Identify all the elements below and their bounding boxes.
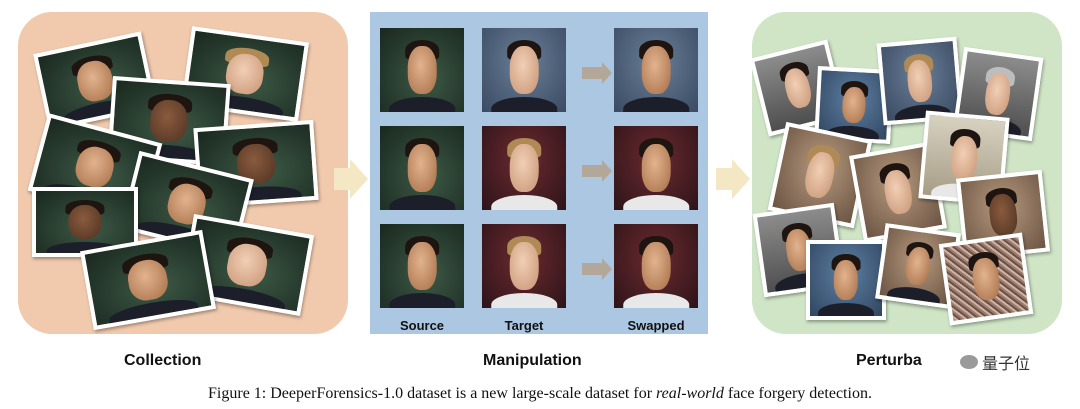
swap-arrow — [582, 258, 612, 280]
caption-emphasis: real-world — [656, 385, 724, 402]
swap-arrow — [582, 62, 612, 84]
swapped-column-label: Swapped — [627, 318, 685, 333]
flow-arrow — [334, 159, 368, 199]
perturbation-title: Perturba — [856, 352, 922, 369]
manipulation-panel: Source Target Swapped — [370, 12, 708, 334]
collection-title: Collection — [124, 352, 202, 369]
perturbed-photo — [806, 240, 886, 320]
manipulation-title: Manipulation — [483, 352, 582, 369]
target-photo — [482, 224, 566, 308]
swapped-photo — [614, 28, 698, 112]
source-photo — [380, 126, 464, 210]
watermark-text: 量子位 — [982, 354, 1031, 373]
target-photo — [482, 126, 566, 210]
collection-panel — [18, 12, 348, 334]
swapped-photo — [614, 224, 698, 308]
wechat-icon — [960, 355, 978, 369]
figure-caption: Figure 1: DeeperForensics-1.0 dataset is… — [0, 385, 1080, 403]
target-column-label: Target — [504, 318, 544, 333]
target-photo — [482, 28, 566, 112]
swapped-photo — [614, 126, 698, 210]
perturbed-photo — [938, 232, 1034, 326]
collection-photo — [32, 187, 138, 257]
swap-arrow — [582, 160, 612, 182]
flow-arrow — [716, 159, 750, 199]
perturbation-panel — [752, 12, 1062, 334]
source-photo — [380, 224, 464, 308]
watermark: 量子位 — [954, 349, 1037, 375]
caption-suffix: face forgery detection. — [723, 385, 872, 402]
source-column-label: Source — [399, 318, 445, 333]
source-photo — [380, 28, 464, 112]
caption-prefix: Figure 1: DeeperForensics-1.0 dataset is… — [208, 385, 657, 402]
